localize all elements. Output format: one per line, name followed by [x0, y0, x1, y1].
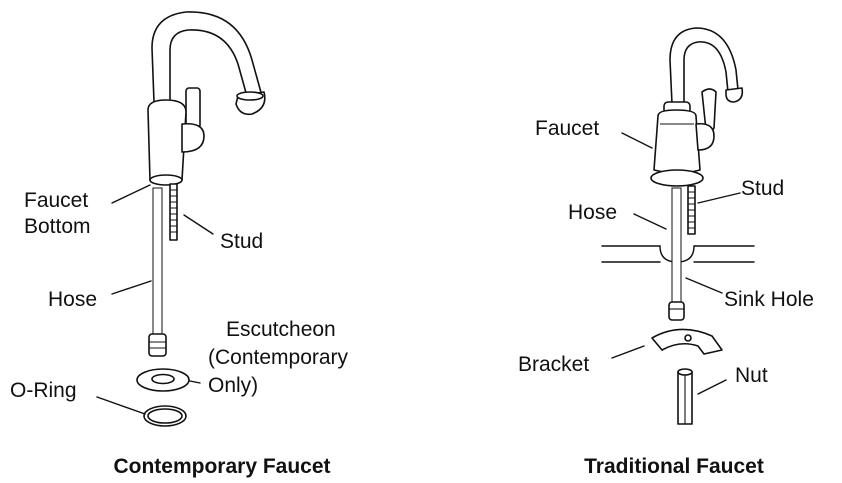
caption-contemporary-faucet: Contemporary Faucet: [113, 455, 330, 478]
label-escutcheon-2: (Contemporary: [208, 346, 349, 369]
contemporary-faucet-illustration: Faucet Bottom Stud Hose Escutcheon (Cont…: [10, 11, 349, 478]
label-faucet-bottom-1: Faucet: [24, 189, 88, 212]
label-sink-hole: Sink Hole: [724, 288, 814, 311]
traditional-hose: [671, 187, 682, 305]
contemporary-body: [147, 99, 187, 184]
traditional-hose-nut: [668, 301, 685, 321]
contemporary-spout: [151, 11, 263, 103]
contemporary-hose: [152, 187, 163, 337]
label-bracket: Bracket: [518, 353, 589, 376]
label-stud-traditional: Stud: [741, 177, 784, 200]
traditional-body: [653, 109, 701, 174]
label-hose: Hose: [48, 288, 97, 311]
label-hose-traditional: Hose: [568, 201, 617, 224]
label-faucet: Faucet: [535, 117, 599, 140]
label-nut: Nut: [735, 364, 768, 387]
label-escutcheon-1: Escutcheon: [226, 318, 336, 341]
label-o-ring: O-Ring: [10, 379, 77, 402]
contemporary-handle-hub: [181, 122, 205, 153]
contemporary-body-bottom: [149, 174, 183, 186]
caption-traditional-faucet: Traditional Faucet: [584, 455, 764, 478]
contemporary-handle-lever: [185, 87, 201, 129]
traditional-spout-tip: [725, 87, 744, 103]
contemporary-hose-nut: [148, 333, 167, 357]
label-stud: Stud: [220, 230, 263, 253]
bracket: [651, 328, 723, 355]
label-escutcheon-3: Only): [208, 374, 258, 397]
traditional-base: [650, 169, 704, 187]
traditional-faucet-illustration: Faucet Stud Hose Sink Hole Bracket Nut T…: [518, 27, 814, 478]
label-faucet-bottom-2: Bottom: [24, 215, 91, 238]
contemporary-spout-outlet: [236, 91, 264, 101]
contemporary-stud: [169, 183, 178, 241]
